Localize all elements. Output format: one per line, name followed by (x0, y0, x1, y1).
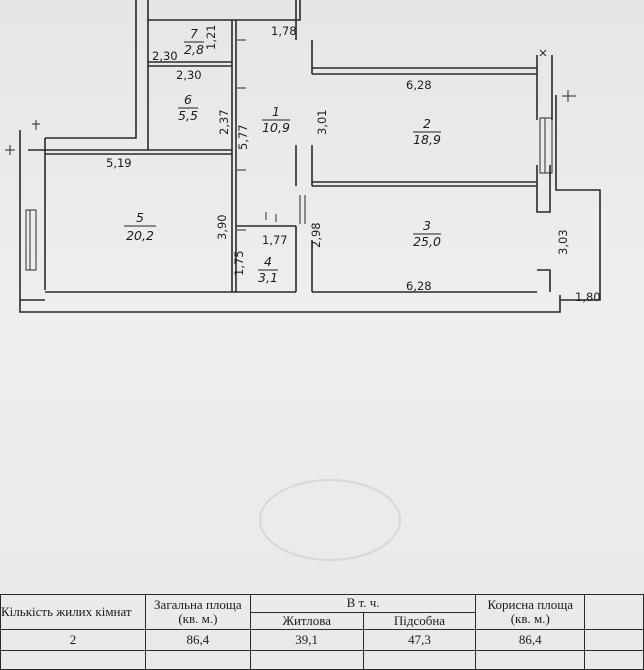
value-auxiliary: 47,3 (362, 629, 477, 652)
empty-cell (144, 650, 251, 670)
header-living: Житлова (249, 611, 364, 631)
header-rooms-count: Кількість жилих кімнат (0, 593, 146, 631)
svg-text:5: 5 (136, 210, 144, 225)
room-label-7: 7 2,8 (184, 26, 204, 57)
header-including: В т. ч. (249, 594, 477, 613)
svg-text:6: 6 (184, 92, 192, 107)
dim-2-30-top: 2,30 (152, 49, 178, 63)
empty-cell (584, 629, 644, 652)
svg-text:20,2: 20,2 (126, 228, 154, 243)
header-useful-area: Корисна площа (кв. м.) (475, 593, 586, 631)
dim-2-98: 2,98 (309, 222, 323, 248)
header-auxiliary: Підсобна (362, 611, 477, 631)
faded-stamp (259, 479, 401, 561)
dim-3-03: 3,03 (556, 229, 570, 255)
svg-text:25,0: 25,0 (413, 234, 441, 249)
dimension-labels: 1,21 1,78 2,30 2,30 6,28 2,37 5,77 3,01 … (106, 24, 601, 304)
dim-2-30-bottom: 2,30 (176, 68, 202, 82)
dim-5-77: 5,77 (236, 124, 250, 150)
dim-2-37: 2,37 (217, 109, 231, 135)
header-useful-area-label: Корисна площа (487, 597, 573, 613)
area-summary-table: Кількість жилих кімнат Загальна площа (к… (0, 593, 644, 670)
header-total-area: Загальна площа (кв. м.) (144, 593, 251, 631)
empty-cell (249, 650, 364, 670)
value-rooms-count: 2 (0, 629, 146, 652)
room-label-3: 3 25,0 (413, 218, 441, 249)
dim-3-01: 3,01 (315, 109, 329, 135)
empty-cell (362, 650, 477, 670)
svg-text:3: 3 (423, 218, 431, 233)
dim-6-28-top: 6,28 (406, 78, 432, 92)
room-label-1: 1 10,9 (262, 104, 290, 135)
dim-5-19: 5,19 (106, 156, 132, 170)
value-total-area: 86,4 (144, 629, 251, 652)
svg-text:2,8: 2,8 (184, 42, 204, 57)
walls (5, 0, 601, 313)
room-label-6: 6 5,5 (178, 92, 198, 123)
dim-1-80: 1,80 (575, 290, 601, 304)
svg-text:5,5: 5,5 (178, 108, 198, 123)
dim-3-90: 3,90 (215, 214, 229, 240)
room-label-2: 2 18,9 (413, 116, 441, 147)
header-useful-area-unit: (кв. м.) (510, 611, 550, 627)
dim-6-28-bottom: 6,28 (406, 279, 432, 293)
dim-1-77: 1,77 (262, 233, 288, 247)
svg-text:10,9: 10,9 (262, 120, 290, 135)
empty-cell (475, 650, 586, 670)
svg-text:18,9: 18,9 (413, 132, 441, 147)
empty-cell (0, 650, 146, 670)
room-label-4: 4 3,1 (258, 254, 278, 285)
dim-1-75: 1,75 (232, 250, 246, 276)
value-living: 39,1 (249, 629, 364, 652)
svg-text:4: 4 (264, 254, 272, 269)
svg-text:1: 1 (272, 104, 280, 119)
dim-1-78: 1,78 (271, 24, 297, 38)
empty-cell (584, 593, 644, 631)
empty-cell (584, 650, 644, 670)
svg-text:2: 2 (423, 116, 431, 131)
room-label-5: 5 20,2 (124, 210, 156, 243)
svg-text:7: 7 (190, 26, 198, 41)
header-total-area-label: Загальна площа (154, 597, 242, 613)
floor-plan-drawing: 7 2,8 6 5,5 1 10,9 2 18,9 5 20,2 3 25,0 (5, 0, 601, 561)
svg-text:3,1: 3,1 (258, 270, 278, 285)
header-total-area-unit: (кв. м.) (178, 611, 218, 627)
value-useful-area: 86,4 (475, 629, 586, 652)
dim-1-21: 1,21 (204, 24, 218, 50)
